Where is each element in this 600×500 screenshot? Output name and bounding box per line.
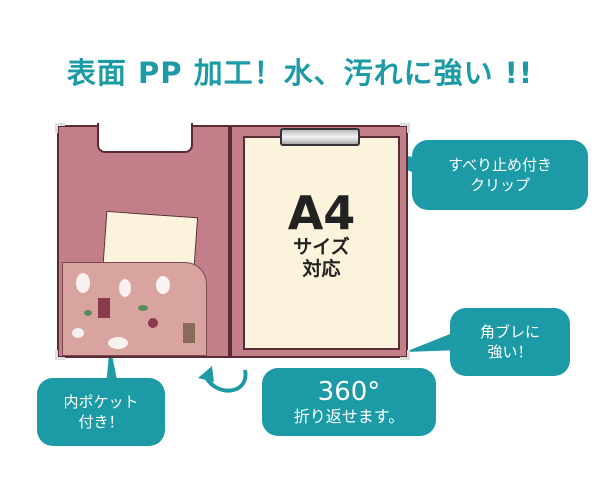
panel-notch [97,123,193,153]
size-sub1: サイズ [293,236,350,258]
inner-pocket[interactable] [62,262,207,356]
fold-arrow-icon [203,369,248,393]
pocket-callout-line2: 付き！ [78,413,124,431]
pocket-callout-line1: 内ポケット [63,392,139,411]
clip-callout-line2: クリップ [469,176,530,194]
corner-callout-line2: 強い！ [487,343,533,361]
a4-paper [243,136,400,350]
fold-text: 折り返せます。 [293,406,405,426]
corner-callout-line1: 角ブレに [479,322,540,341]
headline: 表面 PP 加工！水、汚れに強い !! [66,56,534,90]
corner-guard [55,350,65,360]
corner-guard [55,123,65,133]
size-label: A4 [287,186,356,240]
corner-callout: 角ブレに 強い！ [450,308,570,376]
corner-pointer [405,330,460,352]
size-sub2: 対応 [302,258,341,280]
fold-callout: 360° 折り返せます。 [262,368,436,436]
corner-guard [400,123,410,133]
clip[interactable] [280,128,360,146]
clip-callout-line1: すべり止め付き [448,155,552,174]
size-label-group: A4 サイズ 対応 [243,190,400,280]
pocket-callout: 内ポケット 付き！ [37,378,165,446]
clip-callout: すべり止め付き クリップ [412,140,588,210]
fold-degrees: 360° [317,376,381,407]
corner-guard [400,350,410,360]
moomin-pattern [72,273,195,349]
spine [228,125,230,358]
